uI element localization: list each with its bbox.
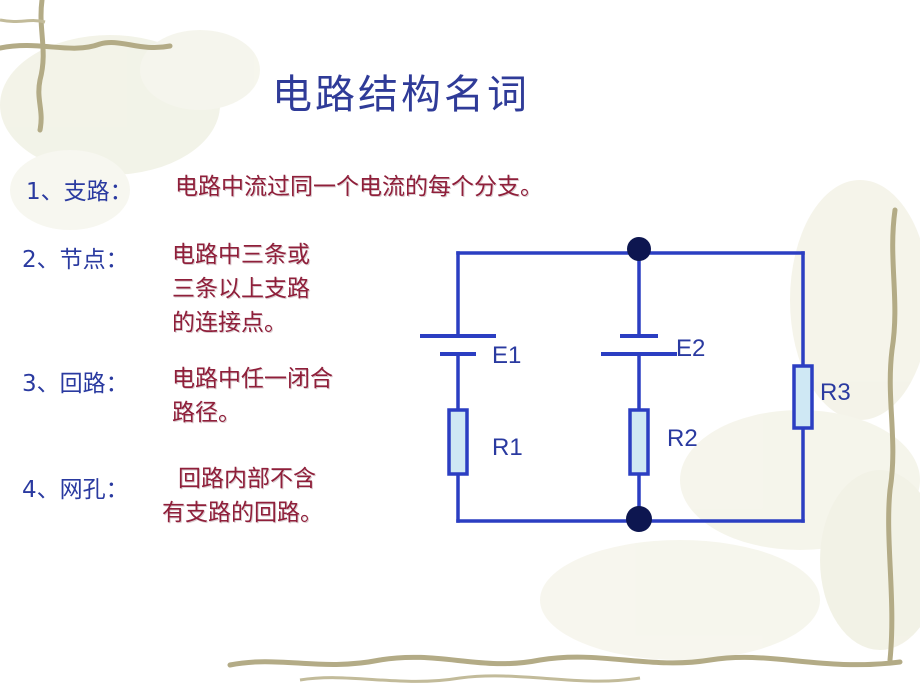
- term-mesh: 4、网孔：: [22, 477, 129, 503]
- definition-line: 电路中任一闭合: [172, 366, 333, 392]
- slide-title: 电路结构名词: [272, 72, 530, 118]
- node-bottom: [626, 506, 652, 532]
- definition-line: 电路中流过同一个电流的每个分支。: [175, 174, 543, 200]
- label-r1: R1: [492, 434, 523, 461]
- label-r3: R3: [820, 379, 851, 406]
- definition-line: 有支路的回路。: [162, 500, 323, 526]
- definition-line: 电路中三条或: [172, 242, 310, 268]
- definition-line: 回路内部不含: [178, 466, 316, 492]
- label-e2: E2: [676, 335, 705, 362]
- definition-mesh: 回路内部不含 有支路的回路。: [162, 462, 323, 530]
- label-r2: R2: [667, 425, 698, 452]
- definition-line: 路径。: [172, 400, 241, 426]
- definition-branch: 电路中流过同一个电流的每个分支。: [175, 170, 543, 204]
- term-node: 2、节点：: [22, 247, 129, 273]
- definition-line: 的连接点。: [172, 310, 287, 336]
- node-top: [627, 237, 651, 261]
- resistor-r2: [628, 408, 650, 476]
- resistor-r3: [792, 364, 814, 430]
- definition-loop: 电路中任一闭合 路径。: [172, 362, 333, 430]
- definition-node: 电路中三条或 三条以上支路 的连接点。: [172, 238, 310, 340]
- term-loop: 3、回路：: [22, 371, 129, 397]
- term-branch: 1、支路：: [26, 179, 133, 205]
- resistor-r1: [447, 408, 469, 476]
- definition-line: 三条以上支路: [172, 276, 310, 302]
- label-e1: E1: [492, 342, 521, 369]
